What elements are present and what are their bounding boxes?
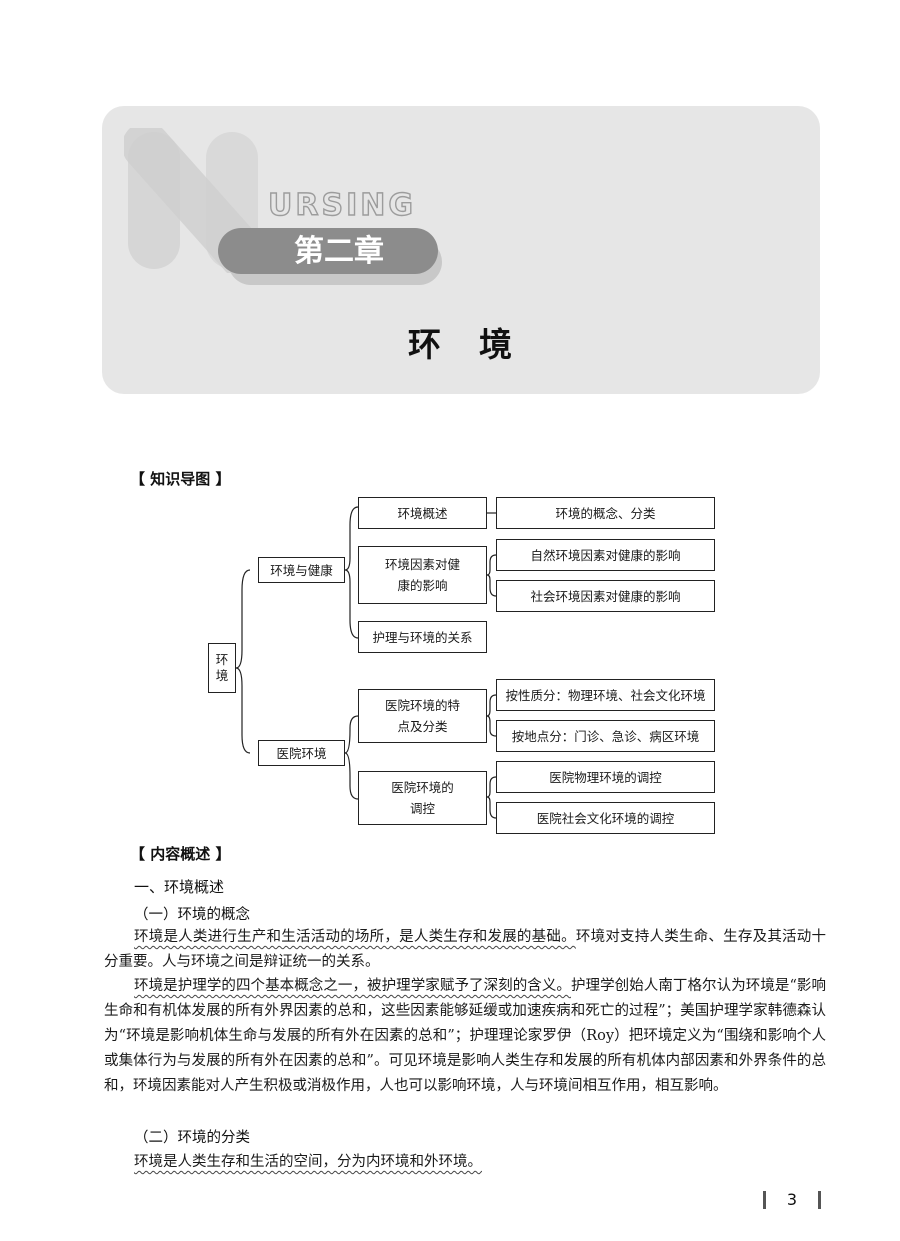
paragraph: 环境是人类生存和生活的空间，分为内环境和外环境。 bbox=[104, 1150, 826, 1175]
mindmap-leaf-label: 社会环境因素对健康的影响 bbox=[530, 588, 681, 604]
key-point-underlined: 环境是人类进行生产和生活活动的场所，是人类生存和发展的基础。 bbox=[134, 929, 576, 945]
paragraph-text: 护理学创始人南丁格尔认为环境是“影响生命和有机体发展的所有外界因素的总和，这些因… bbox=[104, 978, 826, 1094]
knowledge-mindmap: 环境 环境与健康 医院环境 环境概述 环境因素对健康的影响 护理与环境的关系 环… bbox=[200, 490, 720, 835]
paragraph-text: 环境对支持人类生命、生存及其活动十分重要。人与环境之间是辩证统一的关系。 bbox=[104, 929, 827, 970]
mindmap-branch-hospital: 医院环境 bbox=[258, 740, 345, 766]
mindmap-node: 环境概述 bbox=[358, 497, 487, 529]
mindmap-leaf-label: 自然环境因素对健康的影响 bbox=[530, 547, 681, 563]
paragraph: 环境是护理学的四个基本概念之一，被护理学家赋予了深刻的含义。护理学创始人南丁格尔… bbox=[104, 974, 826, 1099]
overview-heading: 【 内容概述 】 bbox=[130, 845, 231, 863]
chapter-pill bbox=[218, 228, 438, 274]
subsection-heading: （一）环境的概念 bbox=[134, 907, 250, 923]
mindmap-leaf: 自然环境因素对健康的影响 bbox=[496, 539, 715, 571]
mindmap-leaf: 医院社会文化环境的调控 bbox=[496, 802, 715, 834]
mindmap-leaf-label: 医院物理环境的调控 bbox=[549, 769, 662, 785]
logo-text: URSING bbox=[267, 187, 416, 223]
mindmap-root: 环境 bbox=[208, 643, 236, 693]
mindmap-branch-health: 环境与健康 bbox=[258, 557, 345, 583]
mindmap-root-label: 环境 bbox=[215, 652, 229, 683]
subsection-heading: （二）环境的分类 bbox=[134, 1130, 250, 1146]
chapter-title-char: 境 bbox=[479, 325, 514, 364]
chapter-label: 第二章 bbox=[294, 234, 384, 269]
mindmap-node-label: 医院环境的特点及分类 bbox=[384, 698, 460, 734]
page-number-text: 3 bbox=[786, 1190, 798, 1209]
chapter-banner: URSING 第二章 环境 bbox=[102, 106, 820, 394]
mindmap-node-label: 医院环境的调控 bbox=[391, 780, 454, 816]
mindmap-branch-label: 医院环境 bbox=[276, 745, 327, 761]
mindmap-node: 环境因素对健康的影响 bbox=[358, 546, 487, 604]
mindmap-connectors bbox=[235, 506, 497, 819]
mindmap-leaf-label: 环境的概念、分类 bbox=[555, 505, 656, 521]
mindmap-leaf: 环境的概念、分类 bbox=[496, 497, 715, 529]
chapter-title-char: 环 bbox=[408, 325, 443, 364]
mindmap-node: 医院环境的特点及分类 bbox=[358, 689, 487, 743]
mindmap-leaf: 按地点分：门诊、急诊、病区环境 bbox=[496, 720, 715, 752]
page-number-divider bbox=[763, 1191, 766, 1209]
mindmap-leaf: 医院物理环境的调控 bbox=[496, 761, 715, 793]
key-point-underlined: 环境是人类生存和生活的空间，分为内环境和外环境。 bbox=[134, 1154, 482, 1170]
mindmap-node: 护理与环境的关系 bbox=[358, 621, 487, 653]
mindmap-leaf-label: 医院社会文化环境的调控 bbox=[536, 810, 675, 826]
mindmap-node: 医院环境的调控 bbox=[358, 771, 487, 825]
page-number-divider bbox=[818, 1191, 821, 1209]
page-number: 3 bbox=[763, 1189, 821, 1211]
mindmap-node-label: 环境概述 bbox=[397, 505, 448, 521]
key-point-underlined: 环境是护理学的四个基本概念之一，被护理学家赋予了深刻的含义。 bbox=[134, 978, 571, 994]
mindmap-leaf: 按性质分：物理环境、社会文化环境 bbox=[496, 679, 715, 711]
mindmap-node-label: 护理与环境的关系 bbox=[372, 629, 473, 645]
section-heading: 一、环境概述 bbox=[134, 878, 225, 896]
mindmap-heading: 【 知识导图 】 bbox=[130, 470, 231, 488]
mindmap-branch-label: 环境与健康 bbox=[270, 562, 333, 578]
paragraph: 环境是人类进行生产和生活活动的场所，是人类生存和发展的基础。环境对支持人类生命、… bbox=[104, 925, 826, 975]
mindmap-leaf-label: 按地点分：门诊、急诊、病区环境 bbox=[511, 728, 700, 744]
chapter-title: 环境 bbox=[102, 318, 820, 366]
mindmap-node-label: 环境因素对健康的影响 bbox=[384, 557, 460, 593]
mindmap-leaf: 社会环境因素对健康的影响 bbox=[496, 580, 715, 612]
mindmap-leaf-label: 按性质分：物理环境、社会文化环境 bbox=[505, 687, 706, 703]
